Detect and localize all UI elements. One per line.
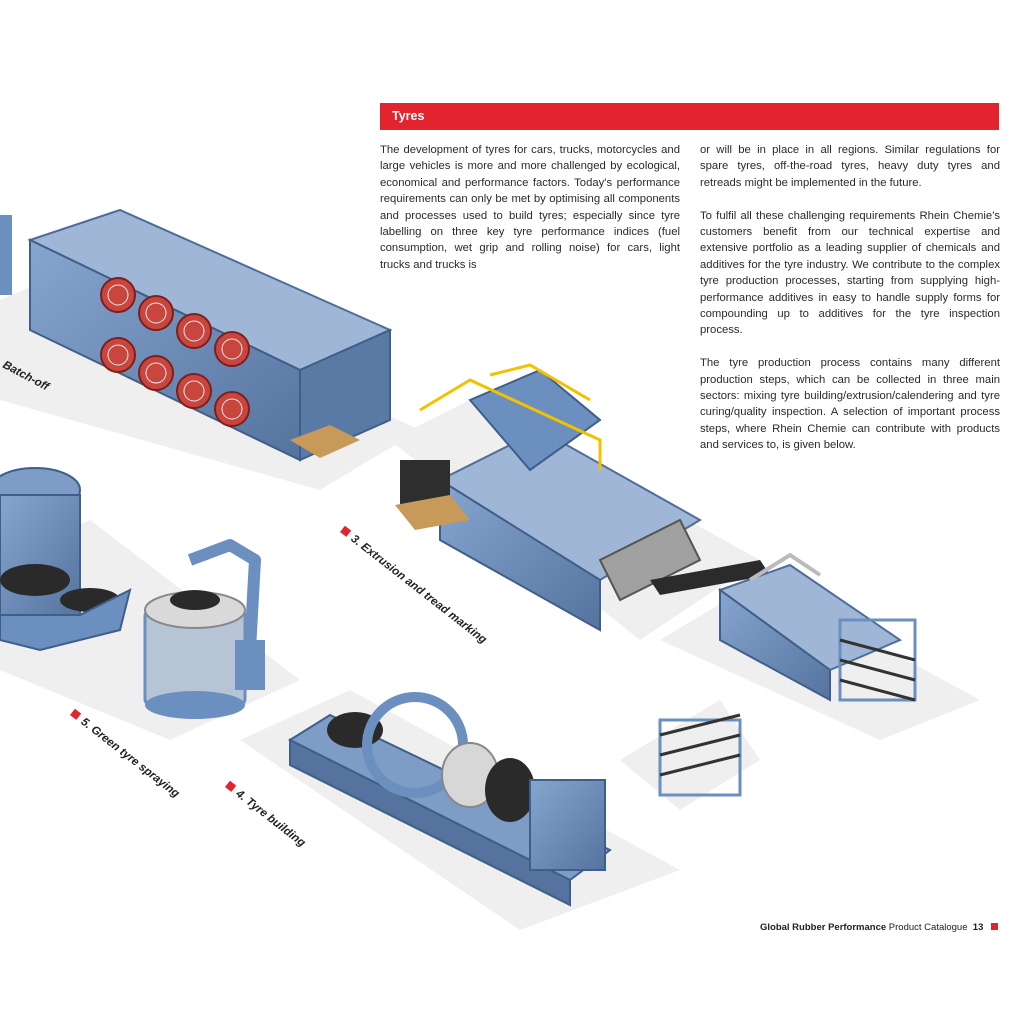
section-header-bar: Tyres [380, 103, 999, 130]
paragraph: or will be in place in all regions. Simi… [700, 144, 1000, 189]
square-bullet-icon [225, 780, 237, 792]
batch-off-machine [0, 208, 393, 462]
page-number: 13 [972, 922, 984, 933]
text-column-right: or will be in place in all regions. Simi… [700, 142, 1000, 470]
paragraph: The development of tyres for cars, truck… [380, 144, 680, 271]
page-footer: Global Rubber Performance Product Catalo… [760, 922, 998, 933]
spraying-station [143, 539, 265, 719]
extrusion-machine [395, 363, 770, 632]
paragraph: The tyre production process contains man… [700, 357, 1000, 452]
footer-catalogue: Product Catalogue [888, 922, 968, 933]
square-bullet-icon [70, 708, 82, 720]
conveyor-cart [658, 552, 917, 797]
tyre-building-machine [287, 692, 612, 907]
square-bullet-icon [340, 525, 352, 537]
curing-press [0, 467, 132, 652]
footer-brand: Global Rubber Performance [759, 922, 887, 933]
step-tyre-building: 4. Tyre building [225, 780, 308, 849]
step-tyre-building-label: 4. Tyre building [233, 787, 308, 849]
paragraph: To fulfil all these challenging requirem… [700, 209, 1000, 337]
section-title: Tyres [392, 109, 425, 123]
square-bullet-icon [991, 923, 998, 930]
text-column-left: The development of tyres for cars, truck… [380, 142, 680, 290]
